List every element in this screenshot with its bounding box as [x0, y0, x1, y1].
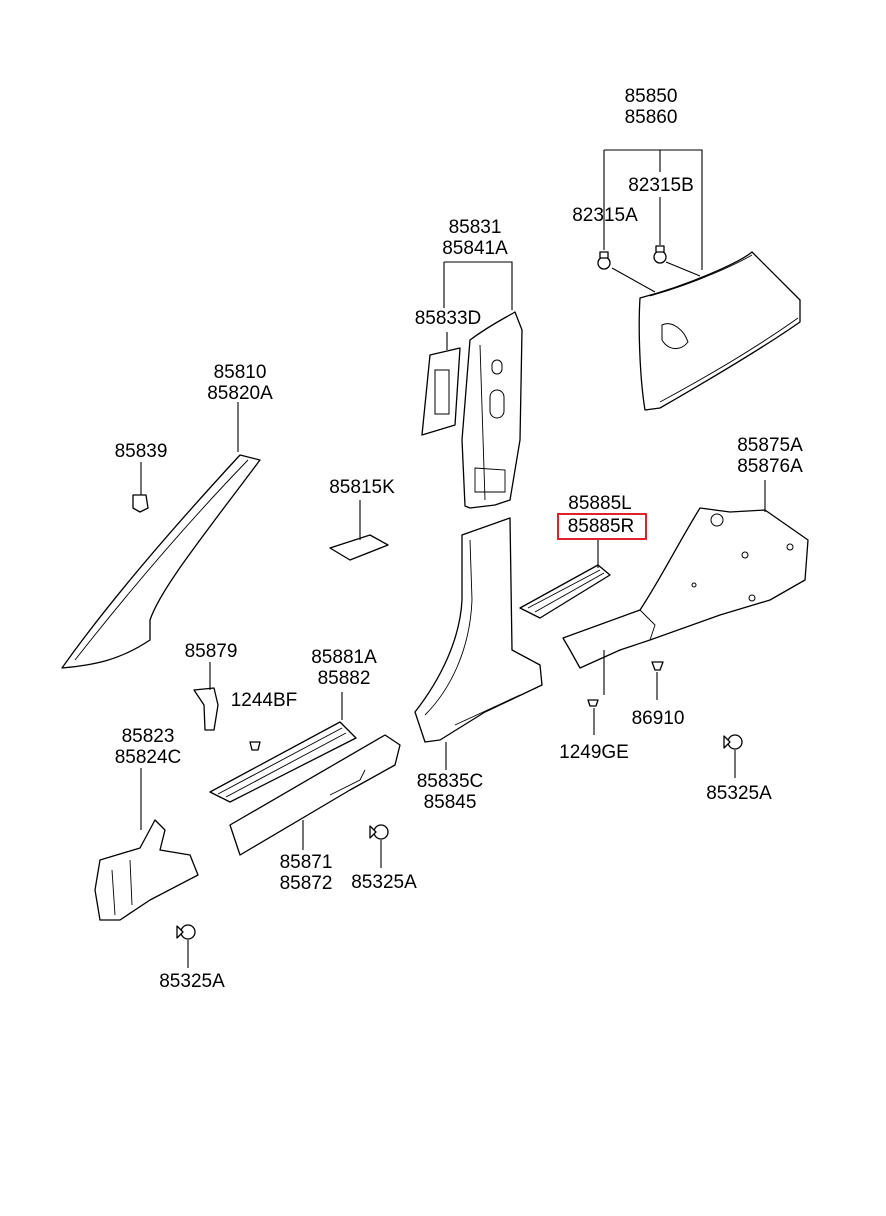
callout-85810: 85810 85820A [207, 362, 273, 404]
callout-85875A: 85875A 85876A [737, 435, 803, 477]
callout-85823: 85823 85824C [114, 726, 182, 768]
scuff-plate-85885R-part [519, 564, 611, 619]
callout-85833D: 85833D [414, 308, 482, 329]
callout-1249GE: 1249GE [559, 742, 629, 763]
sill-plate-85881A-part [209, 721, 357, 803]
callout-1244BF: 1244BF [230, 690, 298, 711]
clip-82315B [653, 245, 667, 264]
callout-85815K: 85815K [329, 477, 395, 498]
clip-82315A [597, 251, 611, 270]
callout-85879: 85879 [184, 641, 238, 662]
push-pin-85325A-mid [369, 824, 389, 840]
b-pillar-lower-part [414, 517, 543, 743]
callout-85881A: 85881A 85882 [311, 647, 377, 689]
clip-86910 [651, 661, 664, 671]
sill-lower-85871-part [229, 734, 401, 856]
callout-85885R: 85885R [567, 516, 635, 537]
quarter-trim-part [638, 251, 801, 411]
b-pillar-upper-part [461, 311, 523, 509]
bolt-1244BF [249, 741, 261, 751]
callout-85831: 85831 85841A [442, 217, 508, 259]
callout-85835C: 85835C 85845 [416, 771, 484, 813]
callout-82315A: 82315A [572, 205, 638, 226]
callout-85325A-mid: 85325A [351, 872, 417, 893]
callout-85325A-right: 85325A [706, 783, 772, 804]
a-pillar-part [61, 454, 261, 669]
callout-85850: 85850 85860 [624, 86, 678, 128]
cowl-trim-part [94, 819, 199, 921]
push-pin-85325A-bottom [176, 924, 196, 940]
callout-82315B: 82315B [628, 175, 694, 196]
clip-85839 [132, 494, 149, 513]
callout-85325A-bottom: 85325A [159, 971, 225, 992]
callout-85839: 85839 [114, 441, 168, 462]
callout-85885L: 85885L [568, 493, 632, 514]
cover-85815K-part [329, 534, 389, 561]
screw-1249GE [587, 699, 599, 707]
bracket-85879-part [193, 687, 219, 731]
highlight-box [557, 513, 647, 540]
push-pin-85325A-right [723, 734, 743, 750]
callout-85871: 85871 85872 [279, 852, 333, 894]
b-pillar-plate-part [421, 347, 461, 436]
callout-86910: 86910 [631, 708, 685, 729]
kick-panel-part [562, 507, 809, 669]
